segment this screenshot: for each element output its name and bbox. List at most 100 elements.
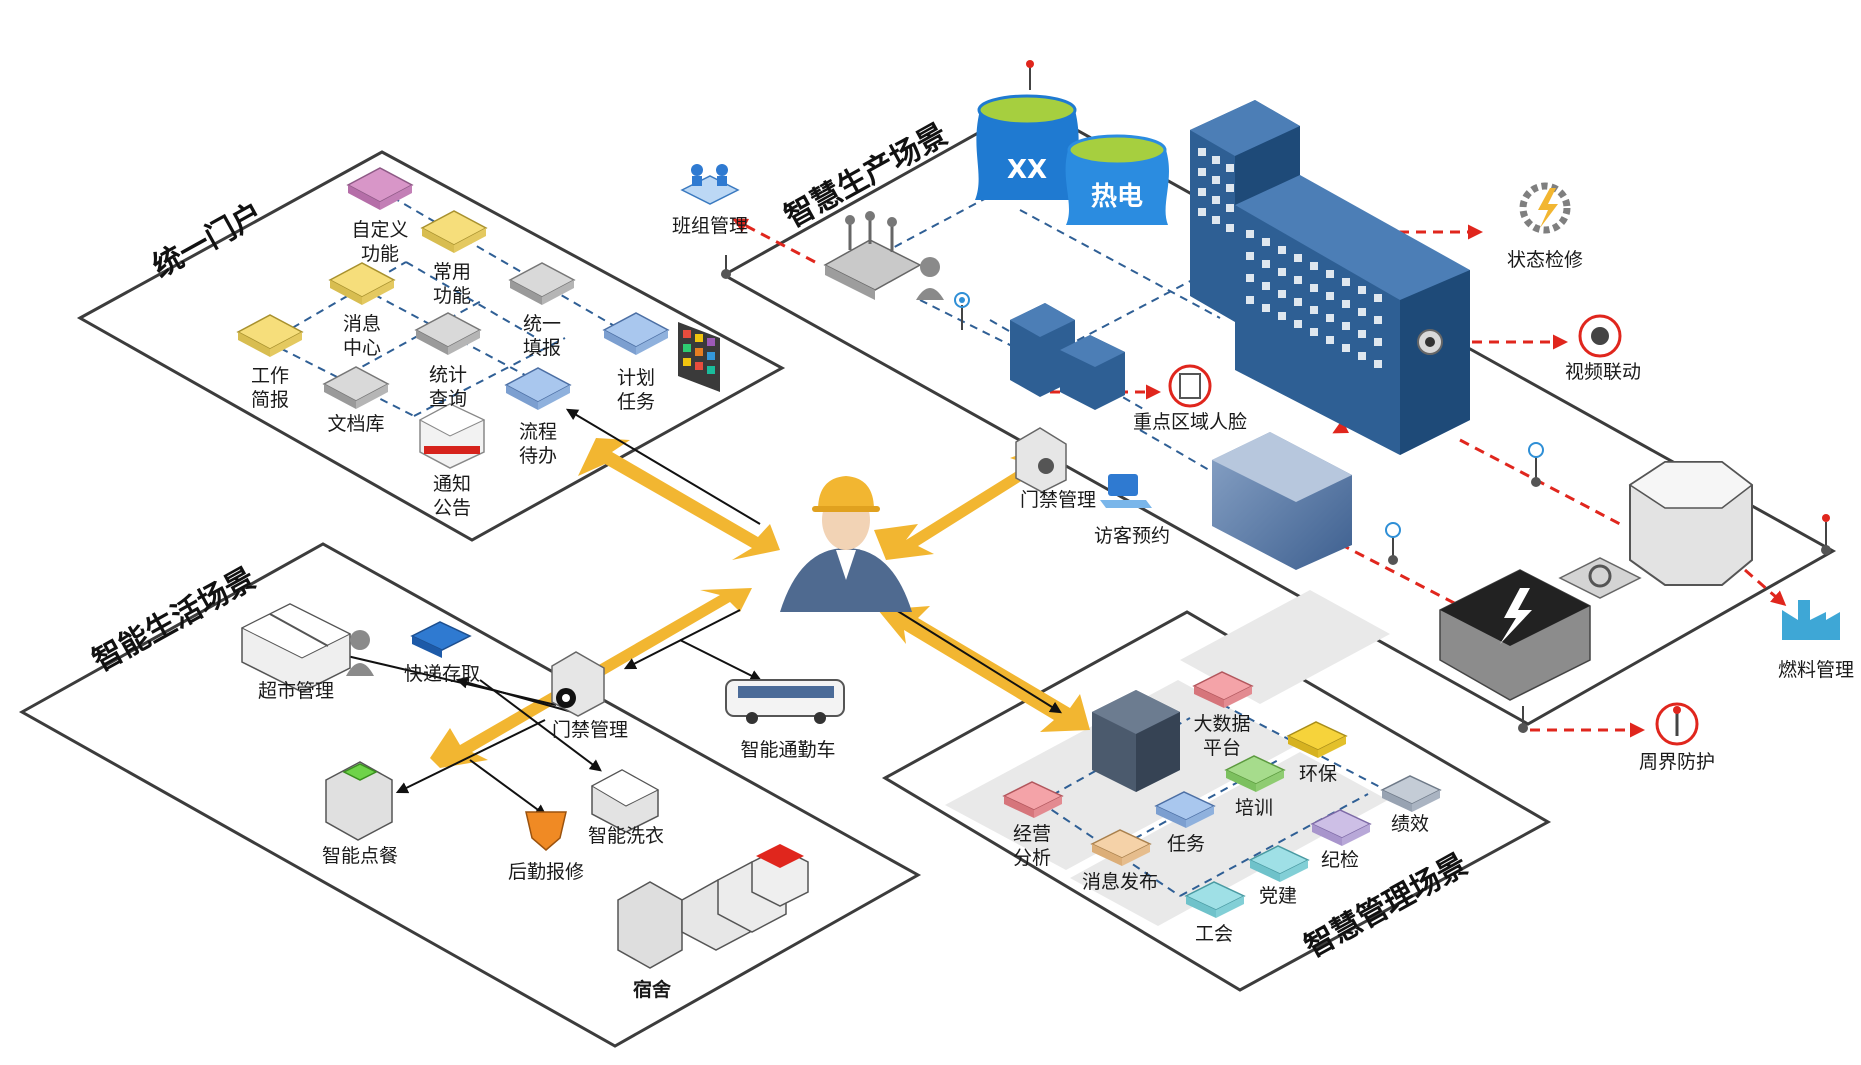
label-express: 快递存取 <box>404 663 480 685</box>
label-perimeter: 周界防护 <box>1639 751 1715 773</box>
tile-bigdata[interactable] <box>1192 671 1254 708</box>
tower-badge-xx: XX <box>1007 155 1047 185</box>
label-face: 重点区域人脸 <box>1133 411 1247 433</box>
database-icon <box>418 403 486 469</box>
office-cluster-icon <box>1010 303 1125 410</box>
tile-task[interactable] <box>1154 791 1216 828</box>
label-message-2: 中心 <box>343 337 381 359</box>
tile-union[interactable] <box>1184 881 1246 918</box>
label-task: 任务 <box>1167 833 1205 855</box>
label-bigdata-2: 平台 <box>1203 737 1241 759</box>
management-pad-2 <box>1070 752 1388 926</box>
tile-party[interactable] <box>1248 845 1310 882</box>
label-bus: 智能通勤车 <box>740 739 835 761</box>
factory-building-icon <box>1190 100 1470 455</box>
tile-report[interactable] <box>236 314 304 357</box>
worker-icon <box>780 476 912 612</box>
label-biz-2: 分析 <box>1013 847 1051 869</box>
antenna-icon-5 <box>1518 706 1528 733</box>
management-pad-3 <box>1180 590 1390 704</box>
gate-icon <box>1015 427 1067 493</box>
camera-icon <box>1578 314 1622 358</box>
label-fuel: 燃料管理 <box>1778 659 1854 681</box>
arrow-to-management <box>878 606 1090 732</box>
storage-tank-icon <box>1628 461 1754 586</box>
tile-biz[interactable] <box>1002 781 1064 818</box>
label-common-2: 功能 <box>433 285 471 307</box>
label-custom-1: 自定义 <box>351 219 408 241</box>
label-env: 环保 <box>1299 763 1337 785</box>
server-icon <box>1092 690 1180 792</box>
cooling-tower-icon-2: 热电 <box>1065 134 1169 225</box>
label-meal: 智能点餐 <box>322 845 398 867</box>
label-report-1: 工作 <box>251 365 289 387</box>
label-flow-2: 待办 <box>519 445 557 467</box>
label-status: 状态检修 <box>1507 249 1583 271</box>
tile-perf[interactable] <box>1380 775 1442 812</box>
tile-plan[interactable] <box>602 312 670 355</box>
repair-icon <box>525 811 567 851</box>
building-windows <box>1198 148 1382 368</box>
label-market: 超市管理 <box>258 680 334 702</box>
arrow-to-portal <box>578 438 780 560</box>
label-plan-1: 计划 <box>617 367 655 389</box>
label-repair: 后勤报修 <box>508 861 584 883</box>
label-discipline: 纪检 <box>1321 849 1359 871</box>
label-docs: 文档库 <box>327 413 384 435</box>
gear-lightning-icon <box>1519 182 1571 234</box>
perimeter-icon <box>1655 702 1699 746</box>
label-custom-2: 功能 <box>361 243 399 265</box>
tile-fill[interactable] <box>508 262 576 305</box>
face-scan-icon <box>1168 364 1212 408</box>
tile-docs[interactable] <box>322 366 390 409</box>
building-camera-icon <box>1417 329 1443 355</box>
label-message-1: 消息 <box>343 313 381 335</box>
person-icon-2 <box>346 630 374 676</box>
laundry-icon <box>590 769 660 833</box>
label-team: 班组管理 <box>672 215 748 237</box>
substation-icon <box>823 211 922 300</box>
fuel-factory-icon <box>1782 600 1840 640</box>
antenna-icon-2 <box>1385 522 1401 565</box>
tile-train[interactable] <box>1224 755 1286 792</box>
antenna-icon-4 <box>1821 514 1831 555</box>
tile-message[interactable] <box>328 262 396 305</box>
tile-env[interactable] <box>1286 721 1348 758</box>
gate-icon-2 <box>551 651 605 717</box>
label-fill-1: 统一 <box>523 313 561 335</box>
label-visitor: 访客预约 <box>1094 525 1170 547</box>
label-flow-1: 流程 <box>519 421 557 443</box>
dorm-icon <box>617 844 809 969</box>
tile-custom[interactable] <box>346 167 414 210</box>
tower-badge-power: 热电 <box>1091 182 1143 212</box>
label-fill-2: 填报 <box>523 337 561 359</box>
cooling-tower-icon: XX <box>975 60 1080 200</box>
express-icon <box>410 621 472 658</box>
market-icon <box>240 603 352 693</box>
label-access-gate: 门禁管理 <box>1020 489 1096 511</box>
connection-lines <box>327 408 1063 817</box>
monitor-wall-icon <box>678 322 720 392</box>
label-party: 党建 <box>1259 885 1297 907</box>
antenna-icon <box>721 255 731 279</box>
label-common-1: 常用 <box>433 261 471 283</box>
portal-platform <box>76 150 786 542</box>
production-platform <box>720 102 1837 726</box>
label-video: 视频联动 <box>1565 361 1641 383</box>
tile-query[interactable] <box>414 312 482 355</box>
tile-news[interactable] <box>1090 829 1152 866</box>
office-block-icon <box>1212 432 1352 570</box>
power-station-icon <box>1439 569 1591 701</box>
bus-icon <box>725 679 845 724</box>
label-query-2: 查询 <box>429 388 467 410</box>
tile-common[interactable] <box>420 210 488 253</box>
label-notice-2: 公告 <box>433 497 471 519</box>
label-perf: 绩效 <box>1391 813 1429 835</box>
person-icon <box>916 257 944 300</box>
label-union: 工会 <box>1195 923 1233 945</box>
tile-discipline[interactable] <box>1310 809 1372 846</box>
tile-flow[interactable] <box>504 367 572 410</box>
meal-icon <box>325 761 393 841</box>
label-biz-1: 经营 <box>1013 823 1051 845</box>
